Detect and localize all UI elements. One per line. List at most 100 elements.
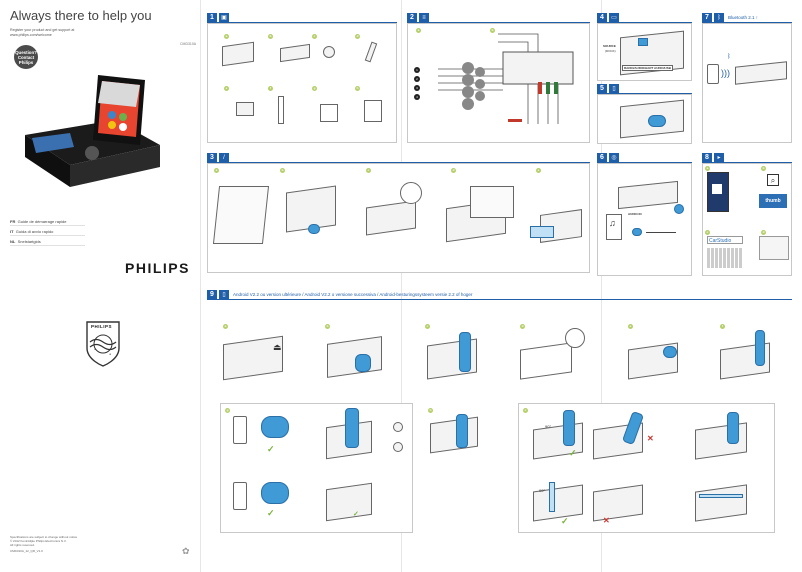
section-number: 2 (407, 12, 417, 23)
screwdriver-icon: / (219, 152, 229, 163)
step-badge: g (225, 408, 230, 413)
lang-code: FR (10, 219, 16, 224)
display-icon: ▭ (609, 12, 619, 23)
register-text: Register your product and get support at (10, 28, 75, 32)
section-1-panel: a b c d e f g h (207, 23, 397, 143)
lang-label: Snelstartgids (17, 239, 41, 244)
wire-number: 3 (414, 85, 420, 91)
app-search-field: CarStudio (707, 236, 743, 244)
step-g-panel: g ✓ ✓ ✓ (220, 403, 413, 533)
step-badge: g (312, 86, 317, 91)
knob-drawing (323, 46, 335, 58)
unit-g2 (326, 482, 372, 522)
music-note-icon: ♫ (609, 218, 616, 228)
lang-label: Guide de démarrage rapide (17, 219, 67, 224)
section-5-panel (597, 94, 692, 144)
eject-icon: ⏏ (273, 342, 282, 352)
market-tile (712, 184, 722, 194)
trim-frame-highlight (530, 226, 554, 238)
section-8-panel: a b ⌕ thumb c CarStudio d (702, 163, 792, 276)
svg-text:★: ★ (109, 352, 112, 356)
section-6-panel: AUDIO IN ♫ (597, 163, 692, 276)
adapter-b-highlight (261, 482, 289, 504)
section-number: 3 (207, 152, 217, 163)
step-badge: h (428, 408, 433, 413)
phone-b-drawing (233, 482, 247, 510)
wire-number: 2 (414, 76, 420, 82)
screw-g2 (393, 442, 403, 452)
step-badge: a (416, 28, 421, 33)
mode-text: RADIO/AUDIO/HART AUDIO/USB (622, 65, 673, 71)
app-icon: ▸ (714, 152, 724, 163)
screw-g1 (393, 422, 403, 432)
angle-label: 90° (545, 424, 552, 429)
unit-step-d (520, 342, 572, 380)
wire-number: 4 (414, 94, 420, 100)
head-unit-drawing (222, 41, 254, 67)
legal-line-1: Specifications are subject to change wit… (10, 535, 78, 539)
legal-line-2: © 2012 Koninklijke Philips Electronics N… (10, 539, 67, 543)
section-4-header: 4 ▭ (597, 12, 619, 23)
app-tile: thumb (759, 194, 787, 208)
phone-i1 (563, 410, 575, 446)
dashboard-slot-drawing (212, 186, 270, 244)
bracket-drawing (236, 102, 254, 116)
section-1-header: 1 ▣ (207, 12, 229, 23)
lang-fr: FR Guide de démarrage rapide (10, 219, 85, 226)
step-badge: d (520, 324, 525, 329)
android-requirement: Android V2.2 ou version ultérieure / And… (233, 292, 473, 297)
step-badge: e (628, 324, 633, 329)
section-divider (597, 162, 692, 163)
section-6-header: 6 ◎ (597, 152, 619, 163)
dock-hand-b (355, 354, 371, 372)
app-result-drawing (759, 236, 789, 260)
check-icon: ✓ (267, 444, 275, 454)
section-divider (407, 22, 590, 23)
keyboard-drawing (707, 248, 743, 268)
philips-wordmark: PHILIPS (125, 260, 190, 276)
step-badge: c (312, 34, 317, 39)
audio-in-label: AUDIO IN (628, 212, 642, 216)
step-badge: d (451, 168, 456, 173)
section-divider (207, 162, 590, 163)
product-illustration (25, 75, 160, 187)
badge-line-1: Question? (15, 50, 37, 55)
lang-nl: NL Snelstartgids (10, 239, 85, 246)
cable-drawing (278, 96, 284, 124)
dock-slot-i4 (549, 482, 555, 512)
search-icon: ⌕ (767, 174, 779, 186)
hand-press-highlight (648, 115, 666, 127)
emblem-text: PHILIPS (91, 324, 113, 329)
register-url: www.philips.com/welcome (10, 33, 52, 37)
lang-it: IT Guida di avvio rapido (10, 229, 85, 236)
section-divider (702, 22, 792, 23)
source-label: SOURCE (603, 44, 616, 48)
section-number: 5 (597, 83, 607, 94)
lang-code: NL (10, 239, 16, 244)
lang-code: IT (10, 229, 14, 234)
step-badge: b (280, 168, 285, 173)
page-title: Always there to help you (10, 8, 152, 23)
wireless-icon: ))) (721, 68, 730, 78)
section-number: 6 (597, 152, 607, 163)
step-badge: c (425, 324, 430, 329)
model-number: CMD310A (180, 42, 197, 46)
section-number: 7 (702, 12, 712, 23)
unit-audio-drawing (618, 180, 678, 210)
section-7-header: 7 ᛒ Bluetooth 2.1 ↑ (702, 12, 758, 23)
unit-i3 (695, 422, 747, 460)
phone-insert-c (459, 332, 471, 372)
section-4-panel: SOURCE (DOCK) RADIO/AUDIO/HART AUDIO/USB (597, 23, 692, 81)
svg-text:★: ★ (94, 347, 97, 351)
step-badge: b (268, 34, 273, 39)
bluetooth-small-icon: ᛒ (727, 54, 731, 60)
section-divider (207, 22, 397, 23)
wire-number: 1 (414, 67, 420, 73)
unit-i6 (695, 484, 747, 522)
zoom-circle-drawing (400, 182, 422, 204)
section-divider (597, 22, 692, 23)
unit-bt-drawing (735, 61, 787, 85)
step-badge: d (761, 230, 766, 235)
section-2-header: 2 ≡ (407, 12, 429, 23)
section-number: 8 (702, 152, 712, 163)
